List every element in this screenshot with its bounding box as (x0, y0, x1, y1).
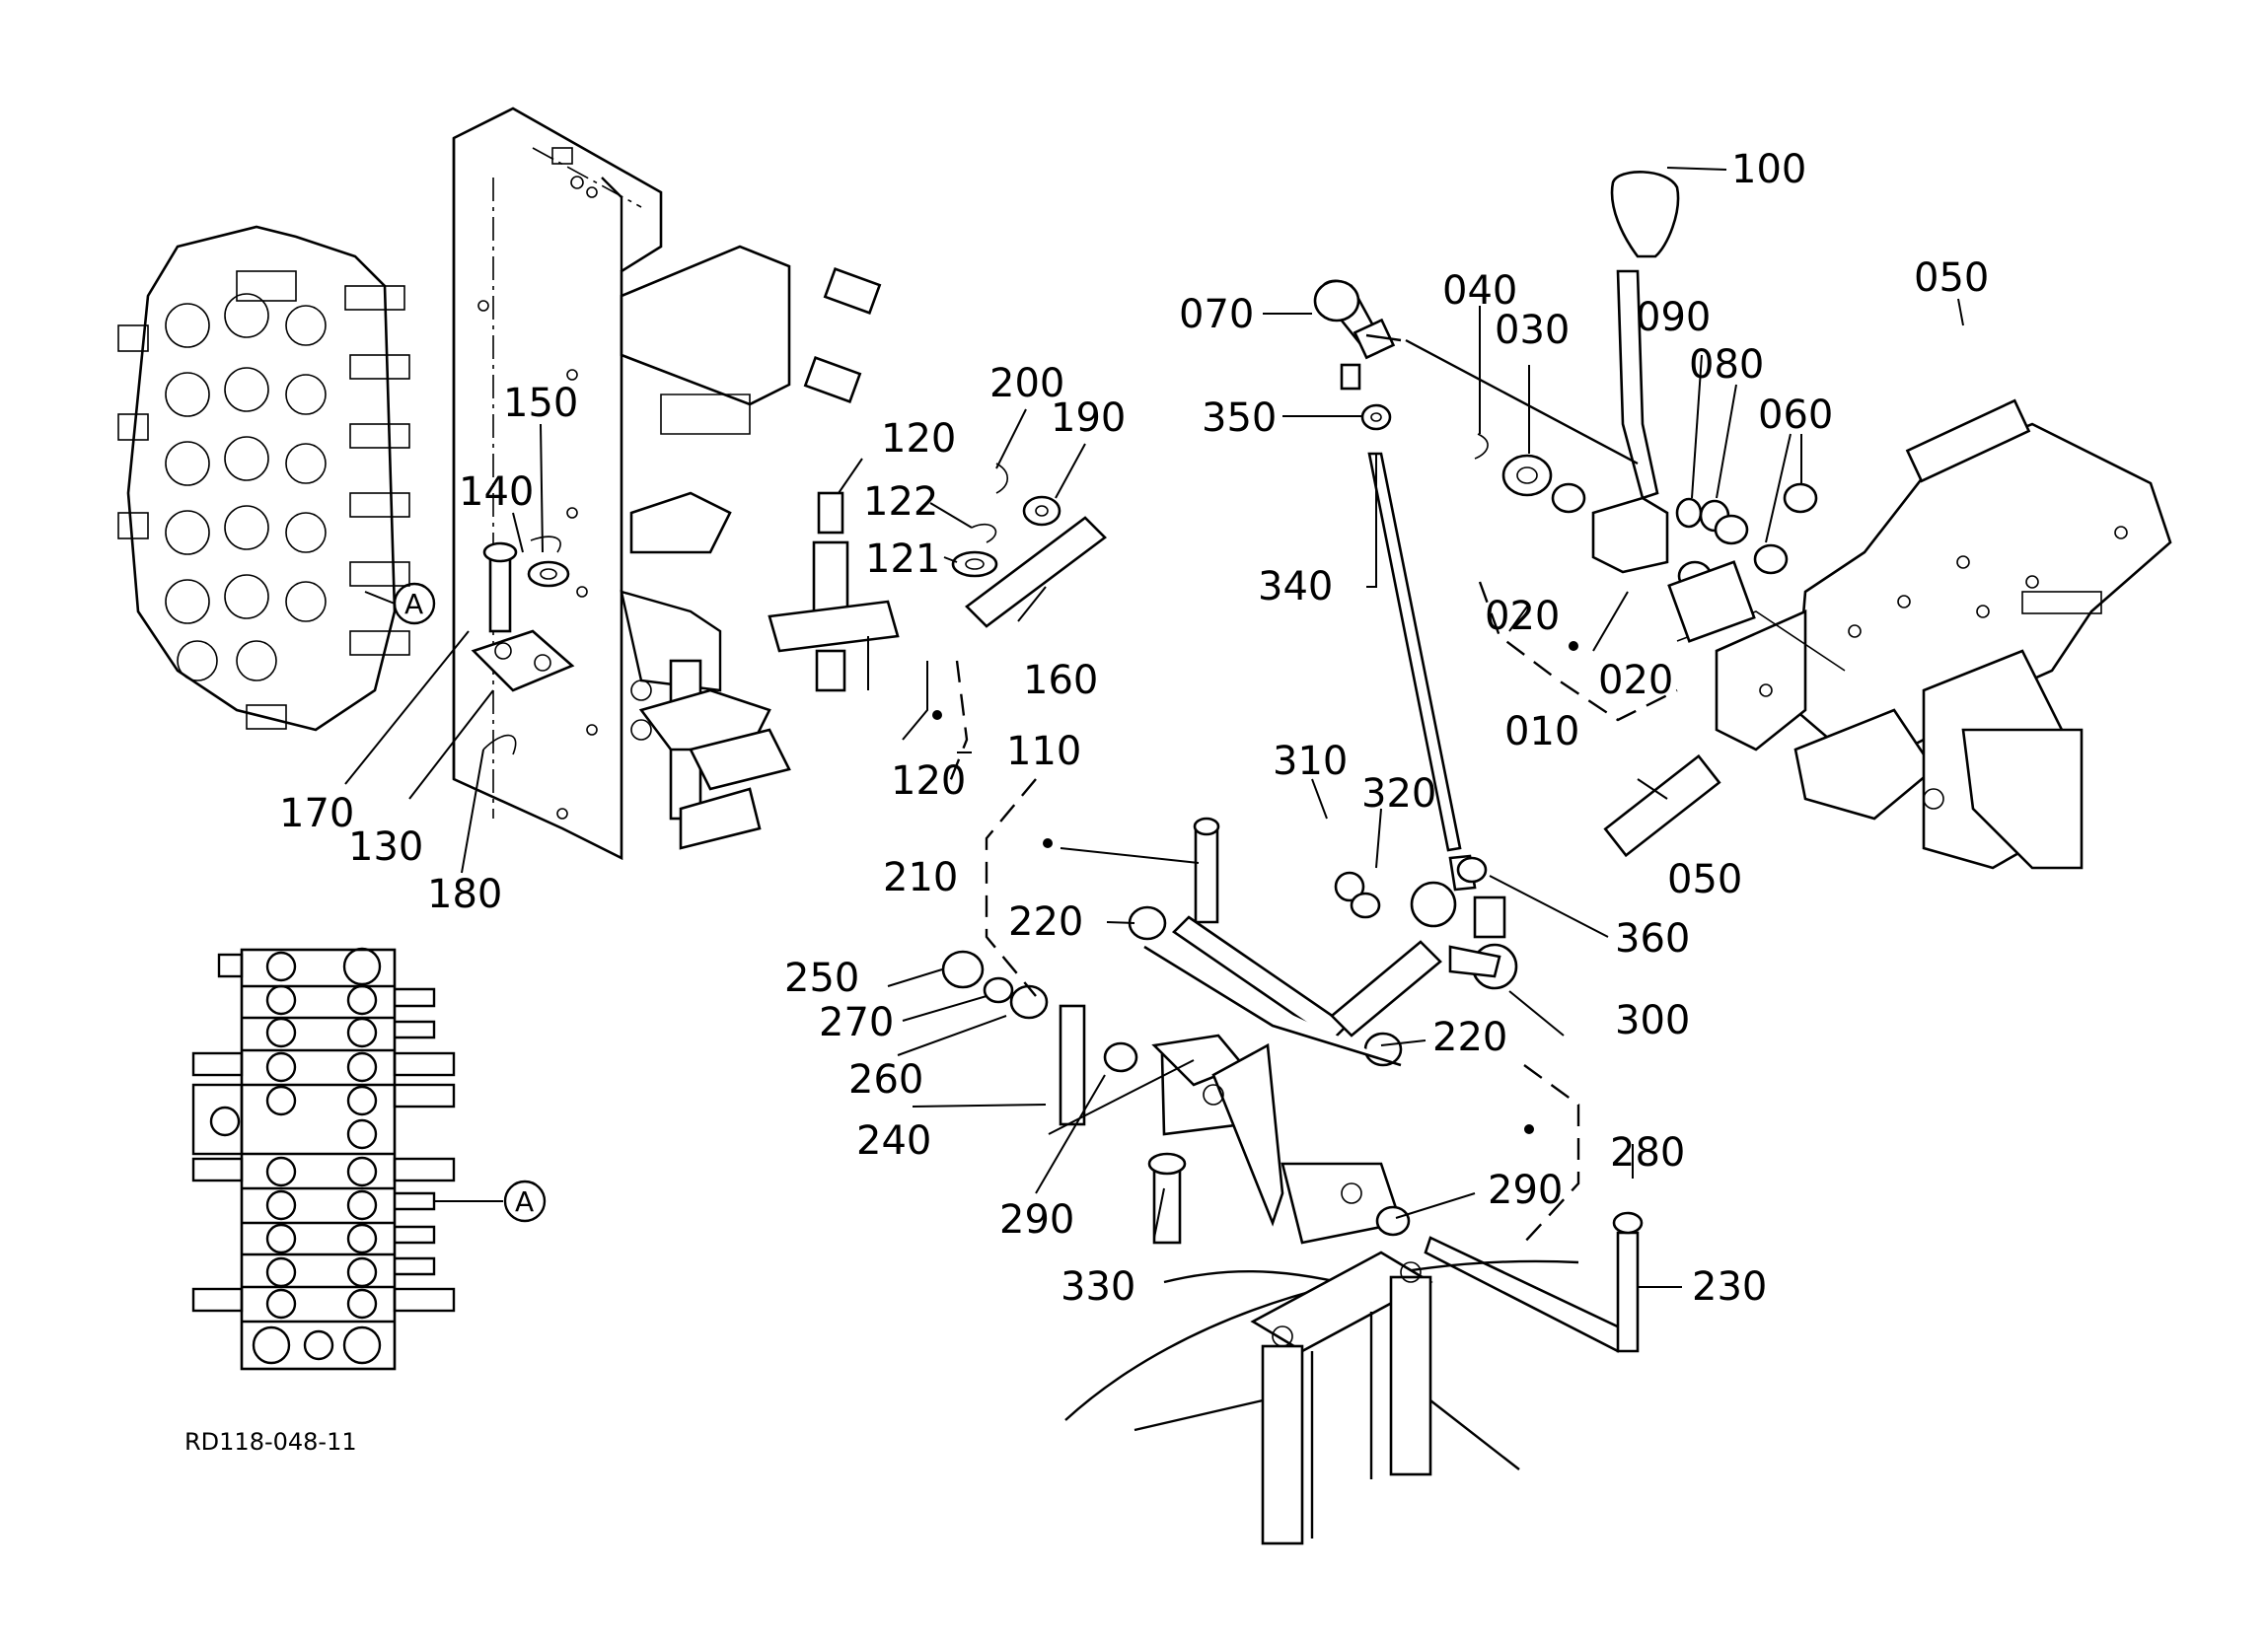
part-label: 310 (1273, 739, 1348, 784)
part-label: 200 (989, 361, 1064, 406)
leader-lines (344, 167, 1964, 1288)
svg-text:A: A (404, 588, 423, 620)
part-label: 060 (1758, 393, 1833, 438)
part-label: 070 (1179, 292, 1254, 337)
part-label: 190 (1051, 395, 1126, 441)
lower-linkage-210 (941, 660, 1644, 1353)
shaft-assembly-110 (768, 463, 1107, 692)
part-label: 180 (427, 872, 502, 917)
part-label: 050 (1667, 857, 1742, 902)
reference-dots (932, 641, 1578, 1134)
support-frame (1603, 398, 2172, 870)
part-label: 150 (503, 381, 578, 426)
part-label: 220 (1432, 1015, 1507, 1060)
lower-left-linkage (630, 659, 791, 850)
drawing-code: RD118-048-11 (184, 1428, 357, 1456)
callout-a-top: A (364, 582, 436, 625)
part-label: 230 (1692, 1264, 1767, 1310)
valve-schematic: A (191, 947, 547, 1371)
lever-assembly-010 (1405, 171, 1818, 722)
part-label: 170 (279, 791, 354, 836)
part-labels: 100 050 070 040 030 090 080 060 350 200 … (184, 147, 1989, 1456)
part-label: 140 (459, 469, 534, 515)
pin-assembly-130 (471, 536, 575, 755)
part-label: 350 (1202, 395, 1277, 441)
part-label: 340 (1258, 564, 1333, 609)
part-label: 122 (863, 479, 938, 525)
part-label: 120 (891, 758, 966, 804)
part-label: 020 (1485, 594, 1560, 639)
part-label: 270 (819, 1000, 894, 1045)
part-label: 110 (1006, 729, 1081, 774)
part-label: 030 (1495, 308, 1570, 353)
part-label: 300 (1615, 998, 1690, 1043)
rod-assembly-340 (1313, 279, 1518, 990)
callout-a-schematic: A (434, 1180, 547, 1223)
part-label: 320 (1361, 771, 1436, 817)
part-label: 330 (1061, 1264, 1135, 1310)
part-label: 020 (1598, 658, 1673, 703)
part-label: 290 (999, 1197, 1074, 1243)
part-label: 250 (784, 956, 859, 1001)
part-label: 280 (1610, 1130, 1685, 1176)
part-label: 080 (1689, 342, 1764, 388)
part-label: 050 (1914, 255, 1989, 301)
part-label: 210 (883, 855, 958, 900)
base-structure (1064, 1251, 1579, 1545)
part-label: 130 (348, 824, 423, 870)
control-valve-assembly: A (117, 225, 436, 732)
part-label: 120 (881, 416, 956, 462)
part-label: 121 (865, 537, 940, 582)
part-label: 160 (1023, 658, 1098, 703)
part-label: 260 (848, 1057, 923, 1103)
part-label: 040 (1442, 268, 1517, 314)
part-label: 290 (1488, 1168, 1563, 1213)
part-label: 360 (1615, 916, 1690, 962)
part-label: 220 (1008, 899, 1083, 945)
part-label: 100 (1731, 147, 1806, 192)
part-label: 090 (1636, 295, 1711, 340)
part-label: 240 (856, 1118, 931, 1164)
svg-text:A: A (515, 1185, 534, 1218)
part-label: 010 (1504, 709, 1579, 754)
